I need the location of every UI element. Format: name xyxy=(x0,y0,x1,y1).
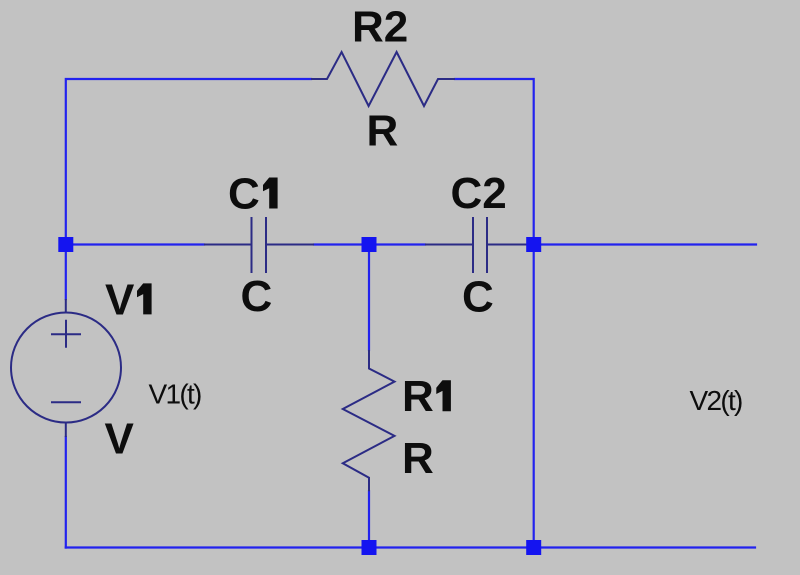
svg-text:V2(t): V2(t) xyxy=(690,385,743,416)
svg-text:V1(t): V1(t) xyxy=(149,379,202,410)
svg-text:R: R xyxy=(367,107,399,156)
svg-text:C2: C2 xyxy=(451,169,507,218)
svg-text:V: V xyxy=(105,415,135,464)
svg-text:R: R xyxy=(402,434,434,483)
svg-text:R: R xyxy=(402,372,434,421)
svg-text:V: V xyxy=(105,275,135,324)
svg-text:C: C xyxy=(228,170,260,219)
svg-text:C: C xyxy=(462,272,494,321)
svg-text:R2: R2 xyxy=(352,3,408,52)
svg-text:C: C xyxy=(241,272,273,321)
